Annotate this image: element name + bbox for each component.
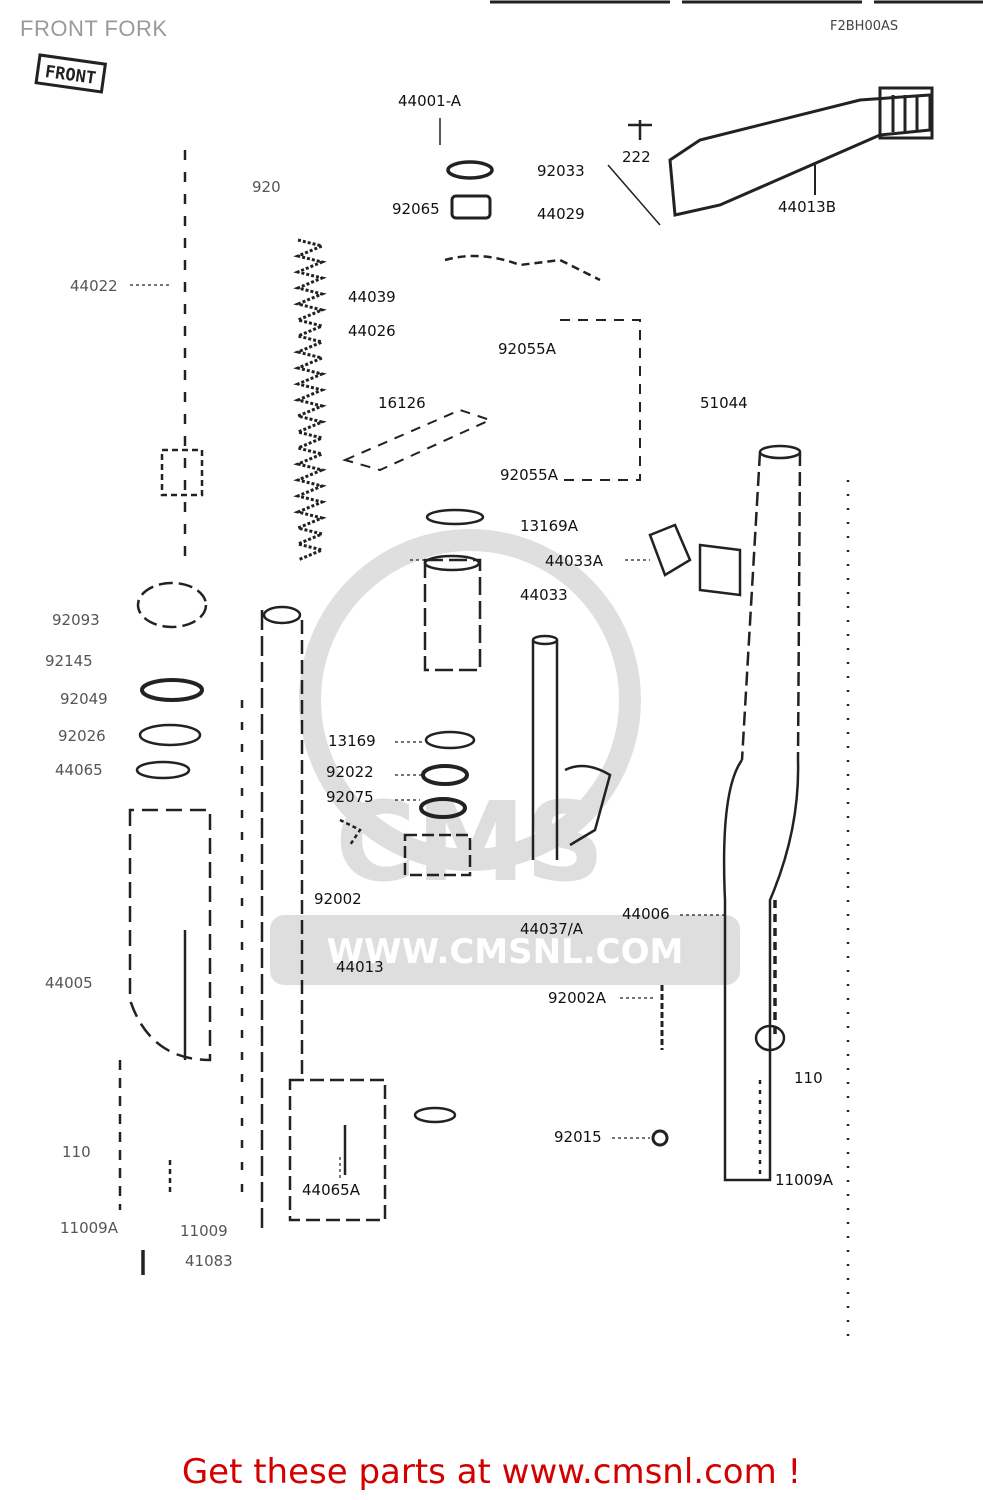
label-92022[interactable]: 92022 bbox=[326, 763, 374, 781]
top-bracket-44013B bbox=[668, 86, 934, 217]
label-51044[interactable]: 51044 bbox=[700, 394, 748, 412]
label-13169A[interactable]: 13169A bbox=[520, 517, 579, 535]
label-44013[interactable]: 44013 bbox=[336, 958, 384, 976]
label-92033[interactable]: 92033 bbox=[537, 162, 585, 180]
label-110-right[interactable]: 110 bbox=[794, 1069, 823, 1087]
label-222[interactable]: 222 bbox=[622, 148, 651, 166]
front-stamp-box bbox=[34, 53, 108, 94]
label-92002A[interactable]: 92002A bbox=[548, 989, 607, 1007]
watermark-url: WWW.CMSNL.COM bbox=[327, 932, 684, 972]
bolts bbox=[651, 985, 669, 1147]
label-41083[interactable]: 41083 bbox=[185, 1252, 233, 1270]
bolt-222 bbox=[628, 120, 652, 140]
get-parts-link[interactable]: Get these parts at www.cmsnl.com ! bbox=[181, 1452, 802, 1492]
right-fork-assembly bbox=[648, 444, 850, 1340]
label-92075[interactable]: 92075 bbox=[326, 788, 374, 806]
clip-44029 bbox=[444, 254, 601, 282]
damper-rod-44037 bbox=[531, 634, 612, 860]
label-44001A[interactable]: 44001-A bbox=[398, 92, 462, 110]
label-44065A[interactable]: 44065A bbox=[302, 1181, 361, 1199]
cms-watermark: CMS WWW.CMSNL.COM bbox=[270, 529, 740, 985]
label-44037A[interactable]: 44037/A bbox=[520, 920, 584, 938]
label-92026[interactable]: 92026 bbox=[58, 727, 106, 745]
page-title: FRONT FORK bbox=[20, 16, 168, 41]
center-parts bbox=[288, 508, 485, 1222]
leader-222 bbox=[607, 164, 661, 226]
label-11009A-left[interactable]: 11009A bbox=[60, 1219, 119, 1237]
left-fork-assembly bbox=[118, 150, 212, 1275]
label-92145[interactable]: 92145 bbox=[45, 652, 93, 670]
label-11009A-right[interactable]: 11009A bbox=[775, 1171, 834, 1189]
label-92055A-a[interactable]: 92055A bbox=[498, 340, 557, 358]
label-44029[interactable]: 44029 bbox=[537, 205, 585, 223]
ref-code: F2BH00AS bbox=[830, 19, 898, 34]
label-44006[interactable]: 44006 bbox=[622, 905, 670, 923]
label-44039[interactable]: 44039 bbox=[348, 288, 396, 306]
label-92015[interactable]: 92015 bbox=[554, 1128, 602, 1146]
label-11009[interactable]: 11009 bbox=[180, 1222, 228, 1240]
label-44033A[interactable]: 44033A bbox=[545, 552, 604, 570]
label-920[interactable]: 920 bbox=[252, 178, 281, 196]
label-44013B[interactable]: 44013B bbox=[778, 198, 836, 216]
label-92065[interactable]: 92065 bbox=[392, 200, 440, 218]
part-labels: 44001-A 222 92033 44013B 92065 44029 920… bbox=[45, 92, 836, 1270]
oring-92033 bbox=[446, 160, 494, 180]
label-44022[interactable]: 44022 bbox=[70, 277, 118, 295]
watermark-url-bar bbox=[270, 915, 740, 985]
leader-lines bbox=[130, 284, 725, 1178]
label-110-left[interactable]: 110 bbox=[62, 1143, 91, 1161]
label-44065[interactable]: 44065 bbox=[55, 761, 103, 779]
label-13169[interactable]: 13169 bbox=[328, 732, 376, 750]
bracket-51044 bbox=[342, 319, 641, 481]
label-92049[interactable]: 92049 bbox=[60, 690, 108, 708]
cap-44029 bbox=[450, 194, 492, 220]
label-92093[interactable]: 92093 bbox=[52, 611, 100, 629]
label-44033[interactable]: 44033 bbox=[520, 586, 568, 604]
fork-spring bbox=[293, 238, 327, 562]
label-92002[interactable]: 92002 bbox=[314, 890, 362, 908]
front-stamp: FRONT bbox=[34, 53, 108, 94]
front-fork-diagram: CMS WWW.CMSNL.COM FRONT F2BH00AS bbox=[34, 0, 983, 1340]
label-92055A-b[interactable]: 92055A bbox=[500, 466, 559, 484]
label-44005[interactable]: 44005 bbox=[45, 974, 93, 992]
inner-tube-44013 bbox=[240, 605, 304, 1230]
label-44026[interactable]: 44026 bbox=[348, 322, 396, 340]
label-16126[interactable]: 16126 bbox=[378, 394, 426, 412]
